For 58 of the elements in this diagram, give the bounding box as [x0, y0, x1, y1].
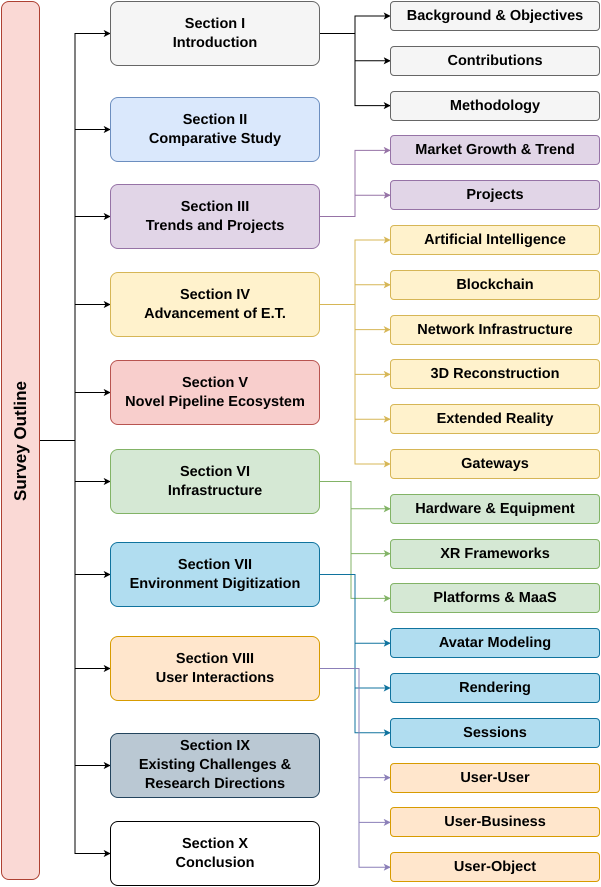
topic-box: Network Infrastructure — [390, 314, 600, 345]
section-title: User Interactions — [156, 668, 274, 688]
topic-box: Market Growth & Trend — [390, 135, 600, 166]
topic-box: Avatar Modeling — [390, 628, 600, 658]
connector-arrow — [320, 192, 390, 217]
section-title: Existing Challenges & Research Directions — [138, 756, 292, 794]
topic-box: User-User — [390, 762, 600, 793]
topic-box: Hardware & Equipment — [390, 494, 600, 524]
topic-box: Sessions — [390, 718, 600, 748]
section-box — [110, 1, 320, 66]
section-number: Section IV — [180, 286, 250, 304]
connector-arrow — [320, 304, 390, 468]
topic-box: 3D Reconstruction — [390, 359, 600, 390]
section-title: Infrastructure — [168, 482, 262, 500]
section-number: Section VIII — [176, 650, 254, 668]
topic-box: Gateways — [390, 449, 600, 479]
section-number: Section III — [180, 198, 250, 216]
section-box — [110, 97, 320, 162]
topic-box: Extended Reality — [390, 404, 600, 434]
section-title: Conclusion — [176, 854, 254, 872]
section-title: Trends and Projects — [146, 216, 284, 236]
section-box — [110, 733, 320, 798]
outline-box — [1, 1, 40, 880]
connector-arrow — [320, 33, 390, 109]
topic-box: Methodology — [390, 90, 600, 121]
section-box — [110, 542, 320, 607]
section-number: Section X — [182, 834, 248, 854]
topic-box: Blockchain — [390, 270, 600, 300]
section-number: Section VI — [180, 462, 250, 482]
topic-box: Artificial Intelligence — [390, 225, 600, 255]
topic-box: Platforms & MaaS — [390, 583, 600, 614]
section-number: Section VII — [178, 556, 252, 574]
section-box — [110, 449, 320, 514]
connector-arrow — [320, 574, 390, 736]
topic-box: User-Business — [390, 807, 600, 838]
outline-title: Survey Outline — [10, 380, 30, 500]
section-title: Environment Digitization — [130, 574, 300, 594]
section-number: Section I — [184, 14, 246, 34]
section-box — [110, 360, 320, 425]
topic-box: XR Frameworks — [390, 538, 600, 569]
connector-arrow — [320, 668, 390, 870]
section-number: Section IX — [180, 737, 250, 756]
section-title: Comparative Study — [148, 130, 282, 148]
section-title: Novel Pipeline Ecosystem — [125, 392, 305, 412]
topic-box: Background & Objectives — [390, 1, 600, 31]
topic-box: Contributions — [390, 46, 600, 76]
section-box — [110, 272, 320, 337]
topic-box: Rendering — [390, 673, 600, 703]
section-box — [110, 184, 320, 249]
topic-box: Projects — [390, 180, 600, 210]
connector-arrow — [320, 481, 390, 602]
section-title: Introduction — [172, 34, 258, 52]
section-box — [110, 636, 320, 701]
section-number: Section II — [182, 110, 248, 130]
section-title: Advancement of E.T. — [144, 304, 286, 324]
topic-box: User-Object — [390, 852, 600, 882]
section-number: Section V — [182, 374, 248, 392]
section-box — [110, 821, 320, 886]
